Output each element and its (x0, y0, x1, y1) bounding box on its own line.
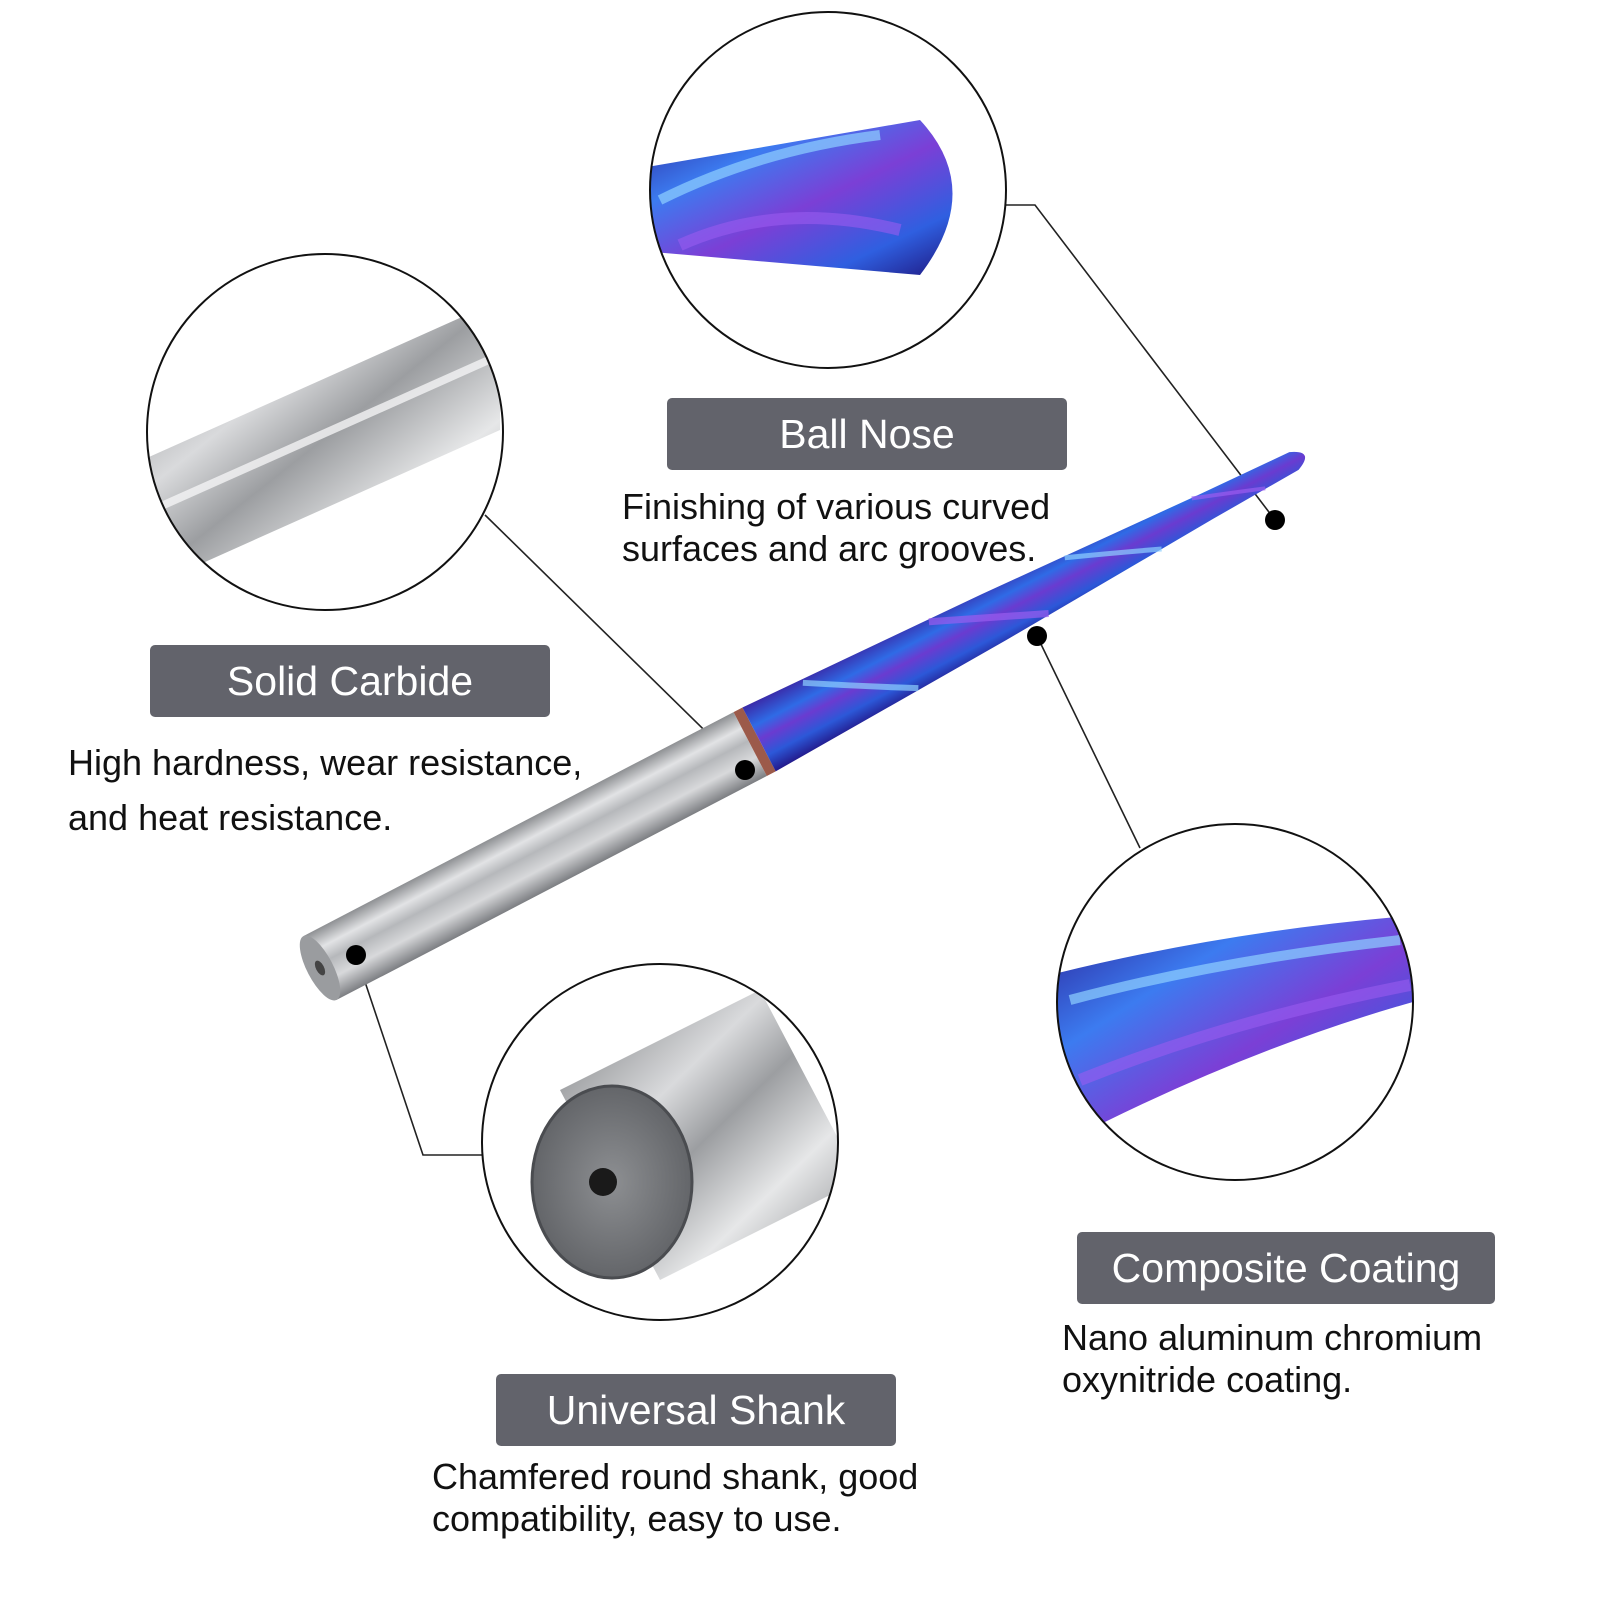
composite-coating-label: Composite Coating (1077, 1232, 1495, 1304)
ball-nose-description: Finishing of various curved surfaces and… (622, 486, 1050, 570)
end-mill-tool (299, 451, 1306, 1001)
composite-coating-description: Nano aluminum chromium oxynitride coatin… (1062, 1317, 1482, 1401)
carbide-callout-dot (735, 760, 755, 780)
ball-nose-label: Ball Nose (667, 398, 1067, 470)
description-line: oxynitride coating. (1062, 1359, 1353, 1400)
solid-carbide-zoom-image (146, 253, 504, 611)
universal-shank-zoom-image (481, 963, 839, 1321)
universal-shank-label: Universal Shank (496, 1374, 896, 1446)
shank-callout-dot (346, 945, 366, 965)
description-line: Nano aluminum chromium (1062, 1317, 1483, 1358)
description-line: and heat resistance. (68, 797, 393, 838)
ball-nose-zoom-image (649, 11, 1007, 369)
description-line: High hardness, wear resistance, (68, 742, 583, 783)
universal-shank-description: Chamfered round shank, good compatibilit… (432, 1456, 918, 1540)
description-line: compatibility, easy to use. (432, 1498, 842, 1539)
universal-shank-connector (355, 954, 482, 1156)
solid-carbide-connector (484, 514, 746, 771)
description-line: surfaces and arc grooves. (622, 528, 1037, 569)
shank-body (303, 712, 767, 1000)
ball-nose-connector (1005, 204, 1276, 521)
ball-nose-callout-dot (1265, 510, 1285, 530)
description-line: Chamfered round shank, good (432, 1456, 919, 1497)
coating-callout-dot (1027, 626, 1047, 646)
composite-coating-connector (1036, 635, 1141, 849)
solid-carbide-description: High hardness, wear resistance, and heat… (68, 735, 582, 845)
solid-carbide-label: Solid Carbide (150, 645, 550, 717)
composite-coating-zoom-image (1056, 823, 1414, 1181)
description-line: Finishing of various curved (622, 486, 1051, 527)
fluted-section (742, 451, 1306, 772)
